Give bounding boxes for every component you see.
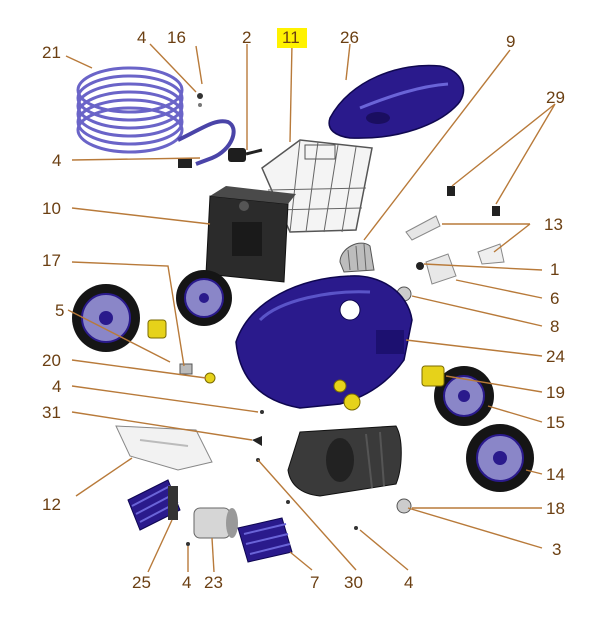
part-20-bushing (204, 372, 216, 384)
part-7-brush (237, 517, 293, 563)
label-6: 6 (550, 289, 559, 308)
label-10: 10 (42, 199, 61, 218)
label-31: 31 (42, 403, 61, 422)
part-30-chassis (287, 425, 402, 497)
label-4-mid: 4 (52, 151, 61, 170)
label-4-left: 4 (52, 377, 61, 396)
part-21-cable-coil (76, 66, 236, 168)
label-5: 5 (55, 301, 64, 320)
part-5-wheel-left (72, 284, 140, 352)
part-18-ring (396, 498, 412, 514)
part-wheel-rear-left (176, 270, 232, 326)
label-14: 14 (546, 465, 565, 484)
label-19: 19 (546, 383, 565, 402)
label-18: 18 (546, 499, 565, 518)
part-23-cartridge (193, 507, 238, 539)
label-13: 13 (544, 215, 563, 234)
label-2: 2 (242, 28, 251, 47)
label-9: 9 (506, 32, 515, 51)
label-11: 11 (282, 28, 300, 47)
part-17-axle (179, 363, 193, 375)
part-16-screw (197, 93, 203, 107)
part-4-screws (186, 410, 358, 546)
label-21: 21 (42, 43, 61, 62)
highlight-box (277, 28, 307, 48)
label-15: 15 (546, 413, 565, 432)
part-13-brackets (405, 215, 505, 265)
label-16: 16 (167, 28, 186, 47)
label-23: 23 (204, 573, 223, 592)
part-6-sleeve (425, 253, 457, 285)
label-4-bottom-a: 4 (182, 573, 191, 592)
part-labels: 21 4 16 2 11 26 9 29 4 10 13 17 1 5 6 8 … (42, 28, 565, 592)
part-12-handle (115, 425, 213, 471)
part-10-motor-block (205, 186, 296, 283)
label-3: 3 (552, 540, 561, 559)
label-12: 12 (42, 495, 61, 514)
label-17: 17 (42, 251, 61, 270)
part-9-flap (339, 242, 375, 273)
part-2-connector (228, 148, 263, 162)
label-7: 7 (310, 573, 319, 592)
part-31-clip (252, 436, 262, 446)
label-8: 8 (550, 317, 559, 336)
label-4-top: 4 (137, 28, 146, 47)
label-24: 24 (546, 347, 565, 366)
part-11-filter-frame (261, 139, 373, 233)
label-1: 1 (550, 260, 559, 279)
leader-lines (65, 43, 556, 573)
label-29: 29 (546, 88, 565, 107)
part-29-clips (447, 186, 500, 216)
part-24-main-body (235, 275, 413, 411)
label-26: 26 (340, 28, 359, 47)
part-25-brush (127, 479, 181, 531)
label-30: 30 (344, 573, 363, 592)
label-20: 20 (42, 351, 61, 370)
label-4-bottom-b: 4 (404, 573, 413, 592)
part-bearing-yellow-left (147, 319, 167, 339)
label-25: 25 (132, 573, 151, 592)
part-26-top-cover (328, 64, 465, 139)
part-14-wheel (466, 424, 534, 492)
part-1-bearing (416, 262, 424, 270)
part-19-bearing-yellow (421, 365, 445, 387)
